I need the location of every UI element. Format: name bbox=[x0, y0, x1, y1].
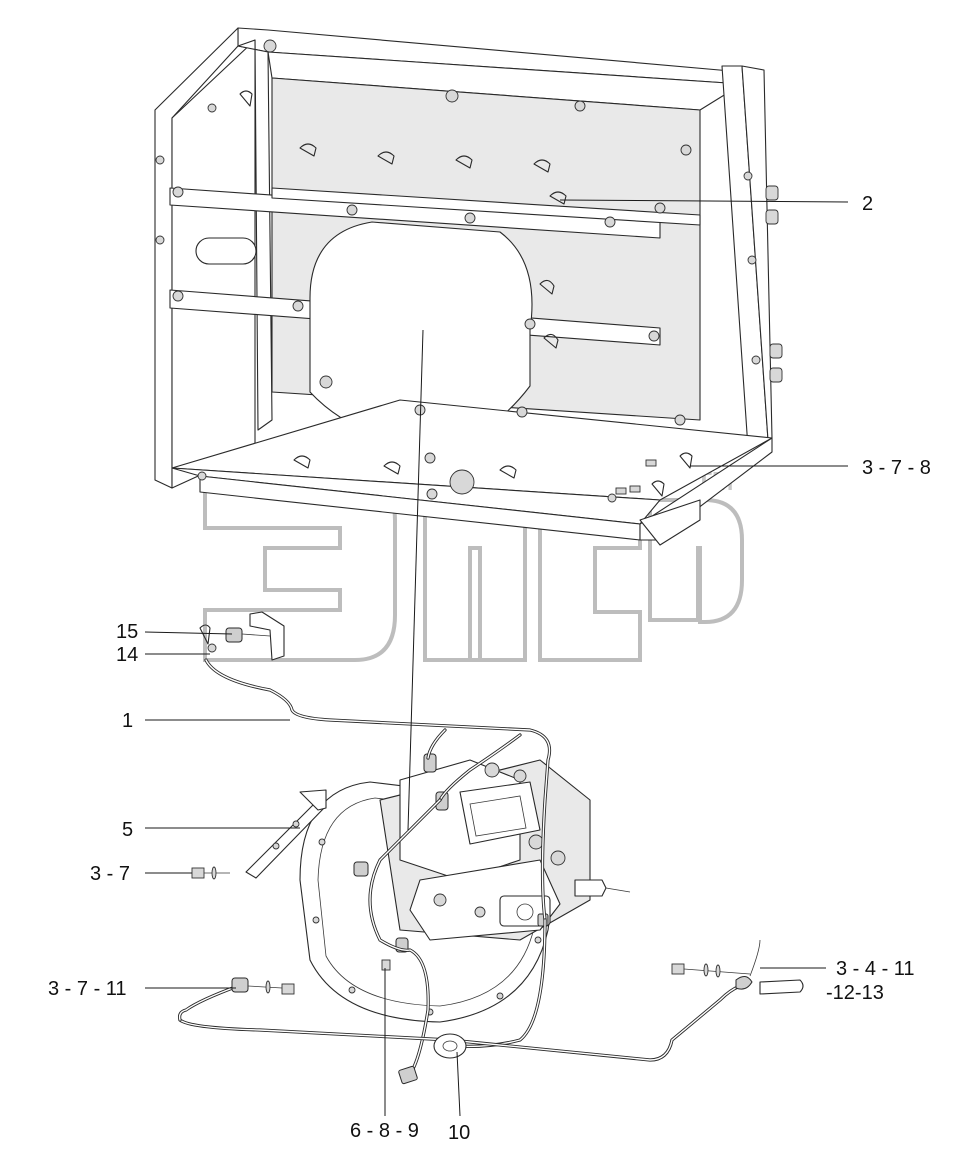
callout-3-7: 3 - 7 bbox=[90, 863, 130, 885]
leader-lines bbox=[144, 199, 849, 1117]
callout-14: 14 bbox=[116, 644, 138, 666]
callout-15: 15 bbox=[116, 621, 138, 643]
callout-3-7-8: 3 - 7 - 8 bbox=[862, 457, 931, 479]
wire-harness bbox=[178, 658, 761, 1076]
housing-frame bbox=[154, 27, 783, 546]
frame-clamps bbox=[239, 90, 693, 497]
callout-6-8-9: 6 - 8 - 9 bbox=[350, 1120, 419, 1142]
callout-3-7-11: 3 - 7 - 11 bbox=[48, 978, 127, 1000]
loose-parts bbox=[191, 611, 804, 1085]
callout-5: 5 bbox=[122, 819, 133, 841]
callout-12-13: -12-13 bbox=[826, 982, 884, 1004]
frame-bolts bbox=[155, 39, 761, 503]
callout-3-4-11: 3 - 4 - 11 bbox=[836, 958, 915, 980]
callout-10: 10 bbox=[448, 1122, 470, 1144]
callout-1: 1 bbox=[122, 710, 133, 732]
hydraulic-pump-assembly bbox=[299, 753, 631, 1023]
callout-labels: 2 3 - 7 - 8 15 14 1 5 3 - 7 3 - 7 - 11 3… bbox=[48, 193, 931, 1144]
callout-2: 2 bbox=[862, 193, 873, 215]
